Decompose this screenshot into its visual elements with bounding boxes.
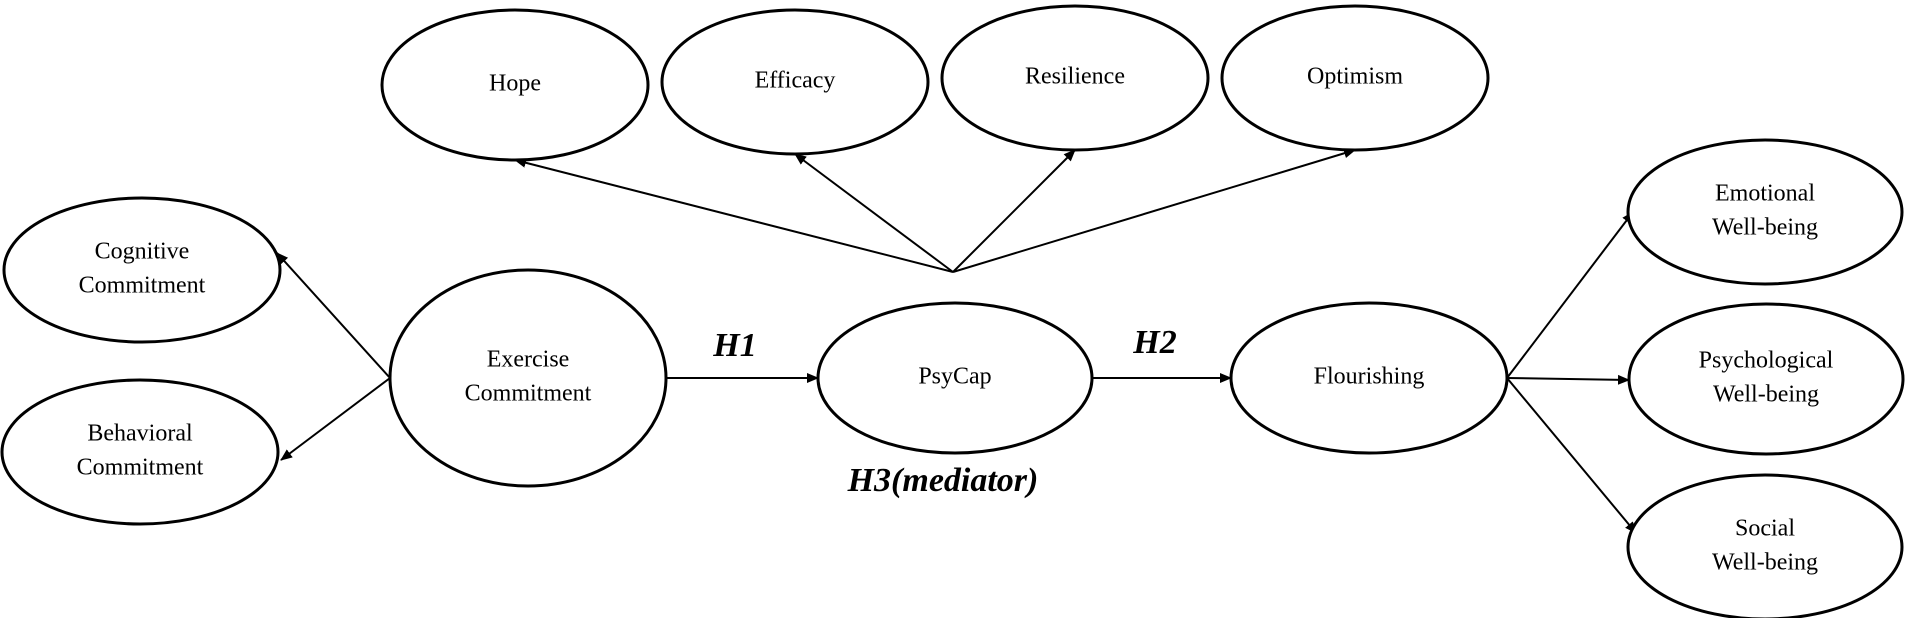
node-psycap-ellipse [816,301,1094,455]
arrow-flourishing-emotional [1506,211,1634,379]
node-hope: Hope [380,8,650,162]
node-exercise-label-1: Commitment [465,381,592,407]
node-exercise-label-0: Exercise [487,347,570,373]
node-resilience: Resilience [940,4,1210,152]
node-psychological-label-1: Well-being [1713,382,1819,408]
node-psychological-label-0: Psychological [1699,348,1834,374]
node-efficacy: Efficacy [660,8,930,156]
h3-label: H3(mediator) [847,462,1039,499]
node-flourishing-ellipse [1229,301,1509,455]
node-psycap-label-0: PsyCap [918,364,991,390]
node-hope-ellipse [380,8,650,162]
node-social-ellipse [1626,473,1904,618]
node-cognitive-label-0: Cognitive [95,239,190,265]
node-optimism-label-0: Optimism [1307,64,1403,90]
h1-label: H1 [712,327,756,364]
node-efficacy-label-0: Efficacy [755,68,836,94]
node-psycap: PsyCap [816,301,1094,455]
arrow-psycap-efficacy [794,153,954,273]
arrow-flourishing-psychological [1506,374,1630,385]
node-emotional-ellipse [1626,138,1904,286]
node-efficacy-ellipse [660,8,930,156]
node-cognitive-ellipse [2,196,282,344]
node-social-label-0: Social [1735,516,1795,542]
arrow-flourishing-social [1506,377,1637,534]
node-emotional-label-1: Well-being [1712,215,1818,241]
node-behavioral-label-1: Commitment [77,455,204,481]
node-resilience-ellipse [940,4,1210,152]
node-exercise-ellipse [388,268,668,488]
node-behavioral-ellipse [0,378,280,526]
node-psychological-ellipse [1627,302,1905,456]
node-resilience-label-0: Resilience [1025,64,1125,90]
h2-label: H2 [1132,324,1176,361]
node-flourishing: Flourishing [1229,301,1509,455]
edge-group [276,148,1637,534]
node-cognitive-label-1: Commitment [79,273,206,299]
arrow-psycap-optimism [952,148,1356,273]
node-social-label-1: Well-being [1712,550,1818,576]
node-behavioral-label-0: Behavioral [87,421,193,447]
node-hope-label-0: Hope [489,71,541,97]
arrow-exercise-cognitive [276,252,391,379]
hypothesis-labels: H1 H2 H3(mediator) [712,324,1176,499]
arrow-psycap-resilience [952,149,1076,273]
node-flourishing-label-0: Flourishing [1314,364,1425,390]
node-emotional-label-0: Emotional [1715,181,1815,207]
arrow-exercise-behavioral [280,377,391,461]
arrow-psycap-hope [514,157,954,273]
node-optimism: Optimism [1220,4,1490,152]
node-optimism-ellipse [1220,4,1490,152]
